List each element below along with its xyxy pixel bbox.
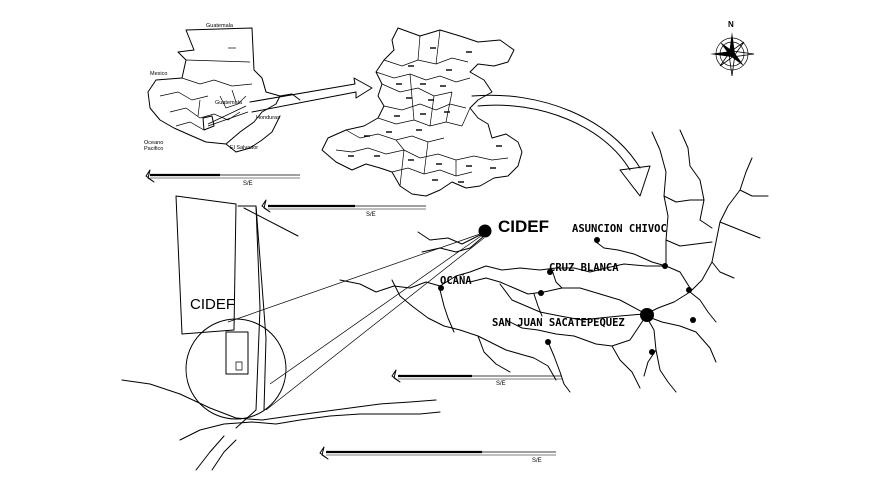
department-scale-bar: S/E — [261, 199, 426, 218]
label-cidef: CIDEF — [498, 217, 549, 236]
inset-scale-bar: S/E — [145, 169, 300, 187]
label-guatemala: Guatemala — [206, 23, 234, 29]
selected-area-marker — [202, 115, 215, 131]
site-boundary — [175, 195, 237, 335]
inset-scale-label: S/E — [243, 181, 253, 187]
label-cruz-blanca: CRUZ BLANCA — [549, 262, 619, 274]
compass-north-label: N — [728, 20, 734, 29]
guatemala-outline — [147, 27, 281, 145]
site-scale-bar: S/E — [319, 446, 556, 464]
location-map: CIDEF ASUNCION CHIVOC CRUZ BLANCA OCAÑA … — [339, 129, 769, 393]
label-pacifico: Pacifico — [144, 146, 163, 152]
asuncion-chivoc-marker — [594, 237, 600, 243]
inset-to-department-arrow — [207, 77, 373, 127]
site-scale-label: S/E — [532, 458, 542, 464]
north-arrow-icon — [261, 199, 271, 213]
san-juan-marker — [640, 308, 654, 322]
department-outline — [321, 27, 523, 197]
label-mexico: Mexico — [150, 71, 167, 77]
label-ocana: OCAÑA — [440, 274, 472, 287]
compass-rose-icon: N — [710, 20, 755, 77]
site-plan-label: CIDEF — [190, 296, 235, 313]
label-honduras: Honduras — [256, 115, 280, 121]
location-scale-bar: S/E — [391, 369, 562, 387]
label-asuncion-chivoc: ASUNCION CHIVOC — [572, 223, 667, 235]
zoom-lines — [227, 233, 485, 411]
north-arrow-icon — [391, 369, 401, 383]
location-scale-label: S/E — [496, 381, 506, 387]
cruz-blanca-marker — [547, 269, 553, 275]
label-san-juan-sacatepequez: SAN JUAN SACATEPEQUEZ — [492, 317, 625, 329]
site-plan: CIDEF — [121, 195, 441, 471]
ocana-marker — [438, 285, 444, 291]
inset-country-map: Guatemala Mexico Guatemala Honduras Ocea… — [144, 23, 301, 153]
north-arrow-icon — [319, 446, 329, 460]
north-arrow-icon — [145, 169, 155, 183]
cidef-town-marker — [478, 224, 492, 238]
department-to-location-arrow — [471, 94, 651, 197]
department-scale-label: S/E — [366, 212, 376, 218]
label-oceano: Oceano — [144, 140, 163, 146]
department-map — [321, 27, 523, 197]
label-guatemala-city: Guatemala — [215, 100, 243, 106]
label-el-salvador: El Salvador — [230, 145, 258, 151]
